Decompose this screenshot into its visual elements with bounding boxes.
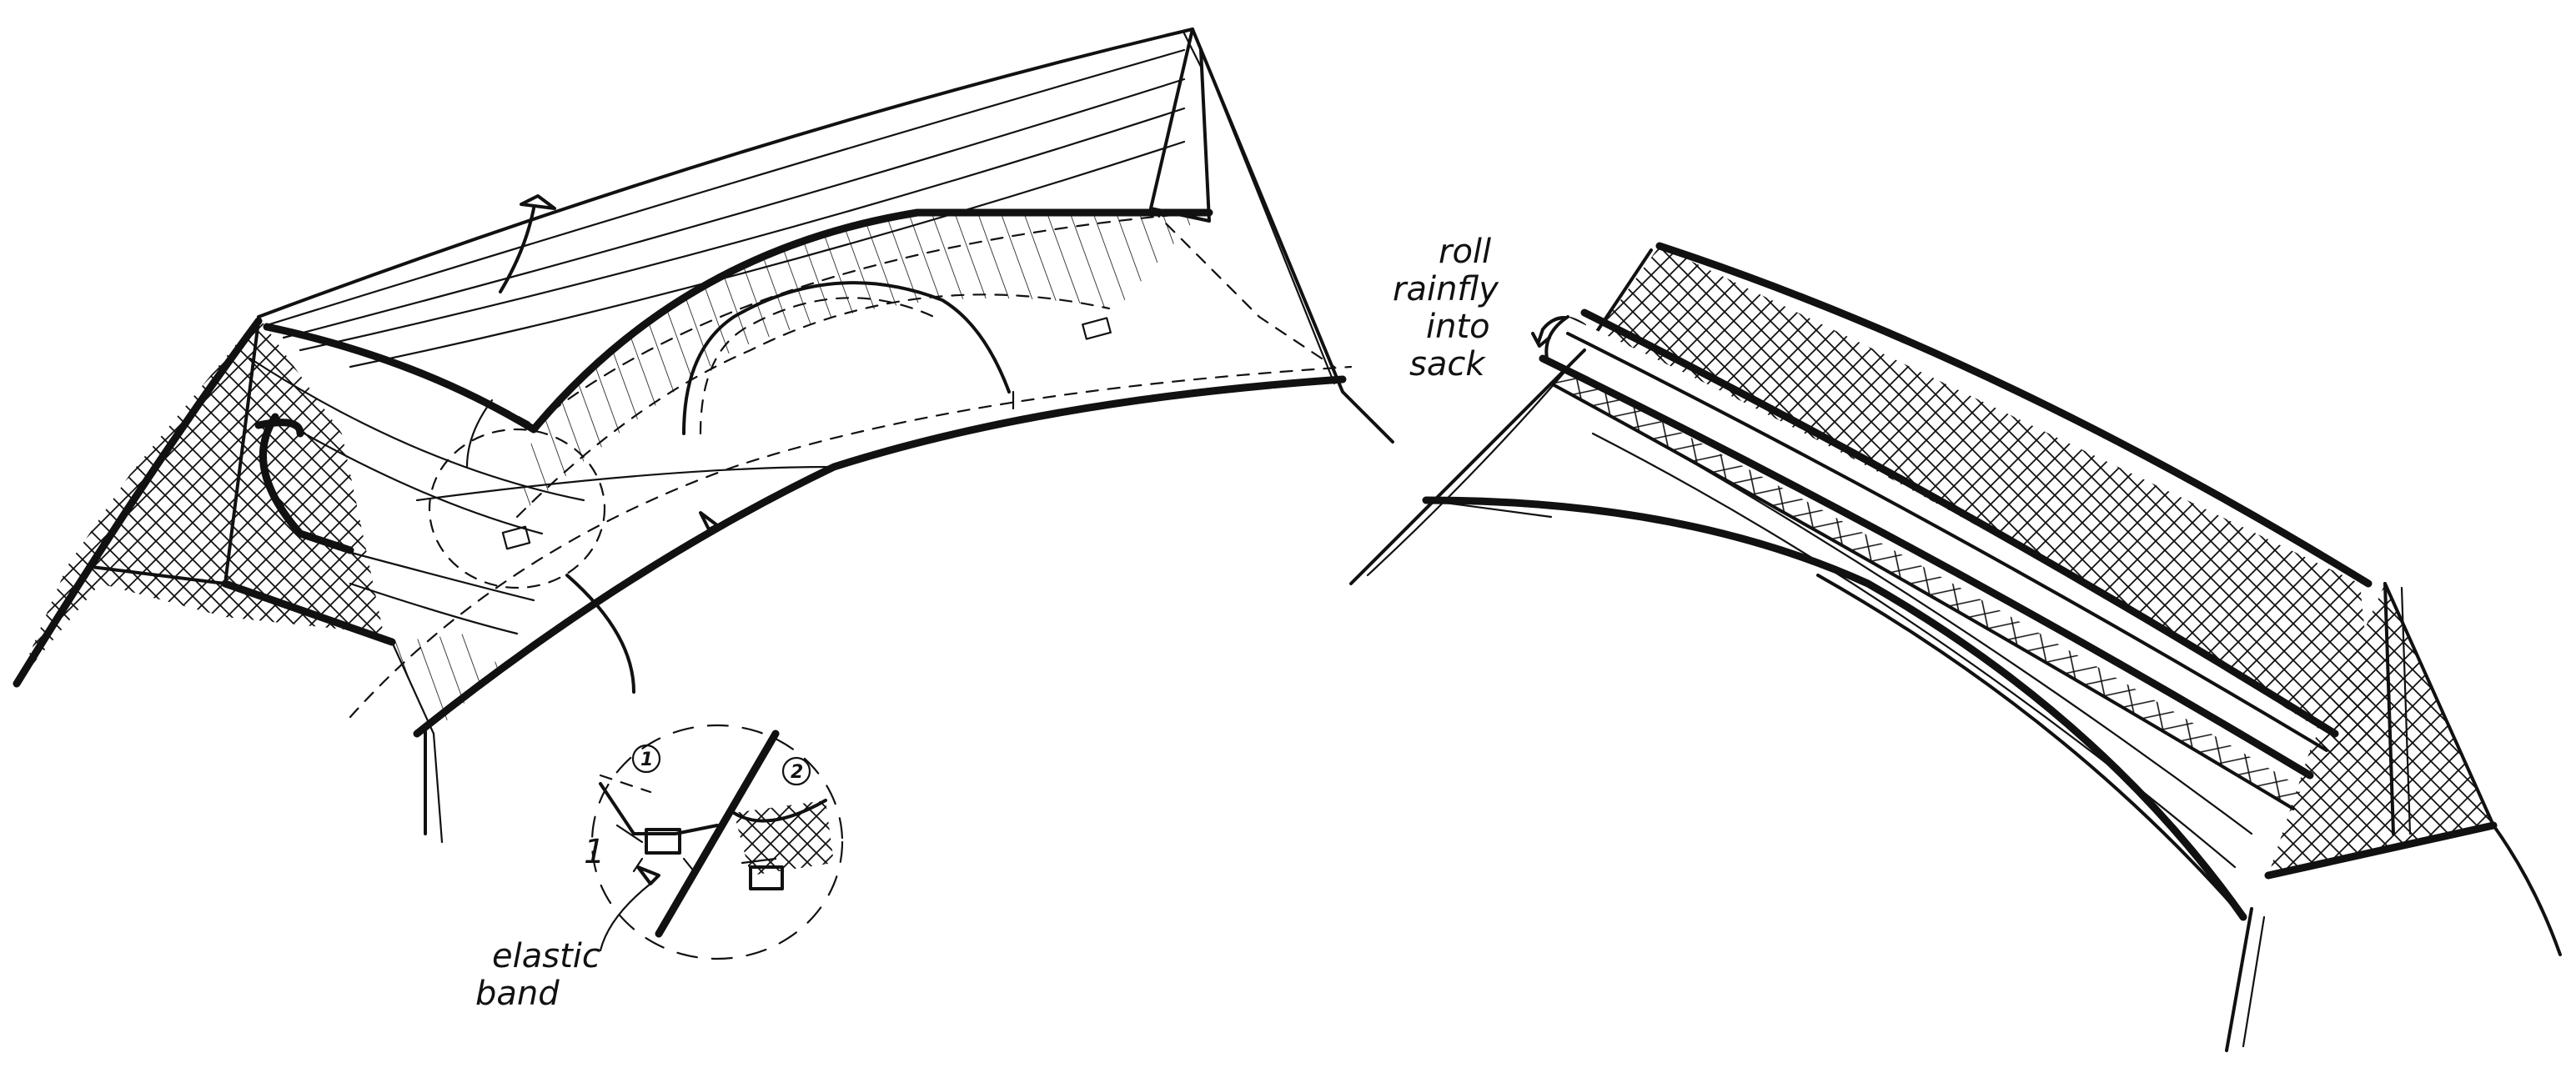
right-tent-drawing: roll rainfly into sack xyxy=(1351,233,2560,1050)
elastic-band-detail: 1 1 2 elastic band xyxy=(475,725,842,1013)
roll-label-line4: sack xyxy=(1409,345,1486,384)
roll-label-line1: roll xyxy=(1439,233,1491,271)
inner-mesh-strip xyxy=(517,213,1201,517)
left-end-mesh-panel xyxy=(17,317,384,684)
roll-label-line2: rainfly xyxy=(1393,270,1499,308)
roll-label-line3: into xyxy=(1426,308,1490,346)
left-tent-drawing xyxy=(17,29,1393,842)
elastic-label-line1: elastic xyxy=(492,937,600,975)
step-one-number: 1 xyxy=(640,750,653,770)
elastic-label-line2: band xyxy=(475,975,560,1013)
side-mark: 1 xyxy=(584,833,605,871)
right-roof-mesh xyxy=(1584,246,2377,759)
elastic-detail-highlight xyxy=(429,429,605,588)
step-two-number: 2 xyxy=(791,762,803,783)
